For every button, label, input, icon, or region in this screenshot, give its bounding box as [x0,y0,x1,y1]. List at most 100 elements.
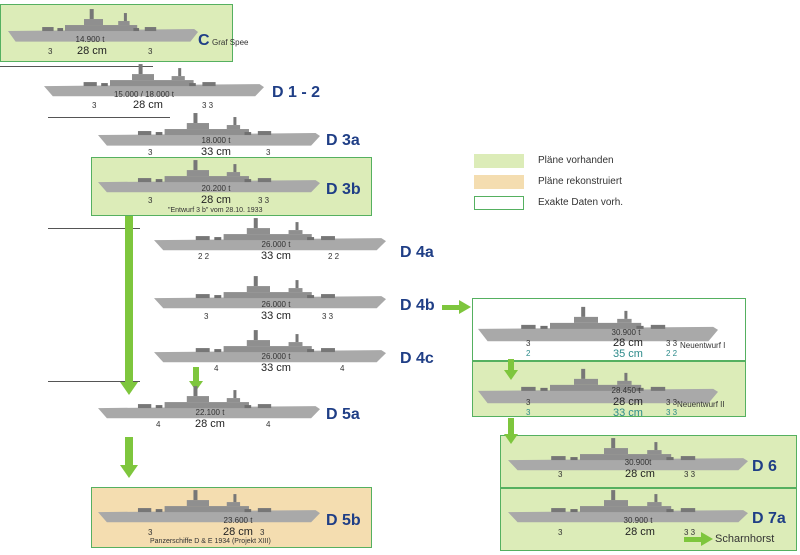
legend-swatch-plans [474,154,524,168]
guns-fore: 3 [558,528,563,537]
scharnhorst-label: Scharnhorst [715,533,775,545]
ship-d5a: 22.100 t 28 cm 4 4 [98,386,320,432]
caliber: 33 cm [201,146,231,158]
name-c: Graf Spee [212,38,249,47]
label-d6: D 6 [752,458,777,475]
tonnage: 14.900 t [75,35,105,44]
name-neuentwurf-2: Neuentwurf II [677,400,725,409]
guns-aft: 3 3 [202,101,214,110]
guns-fore: 3 [204,312,209,321]
guns-aft: 3 3 [684,528,696,537]
label-d4b: D 4b [400,297,435,314]
ship-d7a: 30.900 t 28 cm 3 3 3 [508,490,748,538]
caliber: 28 cm [613,396,643,408]
legend-label-plans: Pläne vorhanden [538,155,614,166]
ship-silhouette [98,490,320,523]
caliber-alt: 33 cm [613,407,643,419]
label-d5b: D 5b [326,512,361,529]
label-d5a: D 5a [326,406,360,423]
guns-aft: 3 3 [684,470,696,479]
tonnage: 26.000 t [261,352,291,361]
caliber: 28 cm [613,337,643,349]
ship-silhouette [478,368,718,404]
label-d7a: D 7a [752,510,786,527]
arrow-head [120,382,138,395]
tonnage: 18.000 t [201,136,231,145]
legend-swatch-exact [474,196,524,210]
guns-fore-alt: 2 [526,349,531,358]
arrow-shaft [193,367,199,381]
ship-silhouette [508,438,748,471]
caliber: 33 cm [261,310,291,322]
ship-d12: 15.000 / 18.000 t 28 cm 3 3 3 [44,64,264,111]
note-d3b: "Entwurf 3 b" vom 28.10. 1933 [168,207,263,214]
ship-silhouette [98,386,320,419]
guns-fore: 3 [148,148,153,157]
guns-fore: 2 2 [198,252,210,261]
label-c: C [198,32,210,49]
name-neuentwurf-1: Neuentwurf I [680,341,726,350]
arrow-shaft [508,359,514,371]
arrow-head [504,434,518,444]
guns-fore: 3 [148,528,153,537]
caliber-alt: 35 cm [613,348,643,360]
guns-fore: 3 [558,470,563,479]
tonnage: 30.900t [624,458,652,467]
ship-neuentwurf-2: 28.450 t 28 cm 33 cm 3 3 3 3 3 3 [478,364,718,420]
arrow-shaft [684,537,702,542]
caliber: 28 cm [625,468,655,480]
separator-line [48,228,140,229]
ship-c: 14.900 t 28 cm 3 3 [8,8,198,57]
arrow-shaft [442,305,460,310]
ship-silhouette [44,64,264,97]
ship-silhouette [154,276,386,309]
guns-aft: 3 3 [666,398,678,407]
tonnage: 30.900 t [611,328,641,337]
legend-label-reconstructed: Pläne rekonstruiert [538,176,622,187]
guns-aft: 3 [266,148,271,157]
guns-aft: 2 2 [328,252,340,261]
tonnage: 20.200 t [201,184,231,193]
label-d3b: D 3b [326,181,361,198]
legend-swatch-reconstructed [474,175,524,189]
ship-silhouette [98,113,320,146]
guns-aft: 3 [260,528,265,537]
separator-line [48,381,140,382]
guns-fore: 4 [156,420,161,429]
ship-d4c: 26.000 t 33 cm 4 4 [154,330,386,376]
ship-silhouette [98,160,320,193]
ship-d4a: 26.000 t 33 cm 2 2 2 2 [154,218,386,264]
guns-aft-alt: 2 2 [666,349,678,358]
guns-fore: 3 [148,196,153,205]
arrow-head [120,465,138,478]
guns-aft: 3 3 [666,339,678,348]
guns-aft: 4 [340,364,345,373]
note-d5b: Panzerschiffe D & E 1934 (Projekt XIII) [150,538,271,545]
separator-line [48,117,170,118]
arrow-shaft [508,418,514,434]
arrow-head [189,381,203,391]
ship-silhouette [508,490,748,523]
tonnage: 23.600 t [223,516,253,525]
tonnage: 22.100 t [195,408,225,417]
guns-aft: 4 [266,420,271,429]
ship-silhouette [154,330,386,363]
ship-neuentwurf-1: 30.900 t 28 cm 35 cm 3 3 3 2 2 2 [478,302,718,360]
label-d3a: D 3a [326,132,360,149]
arrow-shaft [125,437,133,465]
label-d4a: D 4a [400,244,434,261]
guns-aft: 3 3 [258,196,270,205]
arrow-head [701,532,713,546]
guns-fore-alt: 3 [526,408,531,417]
legend-label-exact: Exakte Daten vorh. [538,197,624,208]
ship-d4b: 26.000 t 33 cm 3 3 3 [154,276,386,322]
guns-fore: 3 [92,101,97,110]
guns-aft: 3 3 [322,312,334,321]
tonnage: 15.000 / 18.000 t [113,90,175,99]
caliber: 28 cm [625,526,655,538]
ship-silhouette [478,306,718,342]
ship-d3b: 20.200 t 28 cm 3 3 3 [98,160,320,206]
ship-d6: 30.900t 28 cm 3 3 3 [508,438,748,484]
label-d12: D 1 - 2 [272,84,321,101]
